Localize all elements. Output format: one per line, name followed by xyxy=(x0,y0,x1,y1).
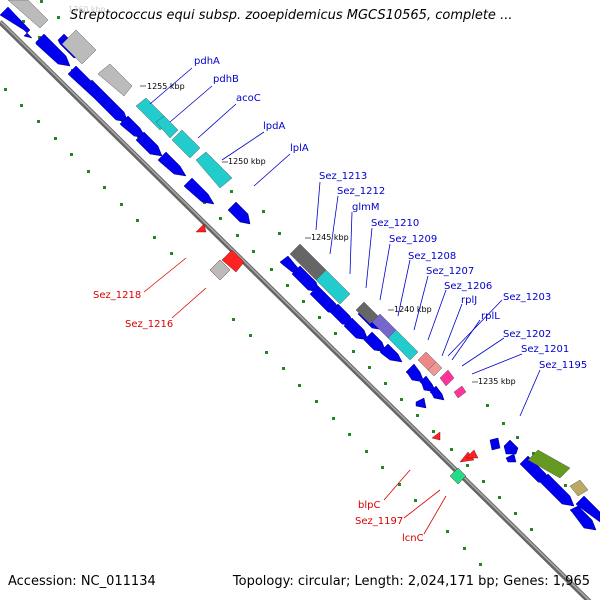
map-title: Streptococcus equi subsp. zooepidemicus … xyxy=(70,8,513,23)
gene-label-Sez_1201: Sez_1201 xyxy=(521,344,569,355)
gene-label-Sez_1218: Sez_1218 xyxy=(93,290,141,301)
gene-label-acoC: acoC xyxy=(236,93,261,104)
gene-box-reverse xyxy=(449,467,467,485)
cog-box-pink xyxy=(453,385,467,399)
forward-genes xyxy=(0,6,600,531)
reverse-gene-labels: Sez_1218 Sez_1216 blpC Sez_1197 lcnC xyxy=(93,290,424,544)
cog-box-grey xyxy=(7,0,49,29)
cog-features xyxy=(7,0,589,497)
gene-label-Sez_1210: Sez_1210 xyxy=(371,218,419,229)
gene-label-rplJ: rplJ xyxy=(461,295,477,306)
cog-box-olive xyxy=(527,449,571,479)
gene-label-Sez_1203: Sez_1203 xyxy=(503,292,551,303)
kbp-ticks: 1260 kbp 1255 kbp 1250 kbp 1245 kbp 1240… xyxy=(68,5,516,386)
gene-label-Sez_1209: Sez_1209 xyxy=(389,234,437,245)
genome-backbone-highlight xyxy=(0,20,590,600)
gene-arrow-reverse xyxy=(195,223,207,233)
gene-label-Sez_1207: Sez_1207 xyxy=(426,266,474,277)
gene-arrow xyxy=(569,505,597,531)
gene-label-blpC: blpC xyxy=(358,500,380,511)
gene-arrow xyxy=(379,343,403,363)
gene-arrow xyxy=(505,453,517,463)
gene-arrow xyxy=(539,473,575,507)
gene-arrow xyxy=(227,201,251,225)
cog-box-cyan xyxy=(155,115,179,139)
gene-arrow-reverse xyxy=(465,449,479,459)
topology-text: Topology: circular; Length: 2,024,171 bp… xyxy=(232,574,590,589)
tick-label: 1235 kbp xyxy=(478,377,516,386)
accession-text: Accession: NC_011134 xyxy=(8,574,156,589)
gene-label-Sez_1208: Sez_1208 xyxy=(408,251,456,262)
tick-label: 1260 kbp xyxy=(68,5,106,14)
cog-box-salmon xyxy=(427,361,443,377)
cog-box-cyan xyxy=(171,129,201,159)
cog-box-tan xyxy=(569,479,589,497)
gene-arrow-reverse xyxy=(221,249,245,273)
gene-label-rplL: rplL xyxy=(481,311,500,322)
gene-arrow xyxy=(429,385,445,401)
cog-box-grey xyxy=(61,29,97,65)
gene-label-Sez_1206: Sez_1206 xyxy=(444,281,492,292)
gene-label-lpdA: lpdA xyxy=(263,121,285,132)
gene-label-pdhA: pdhA xyxy=(194,56,220,67)
cog-box-cyan xyxy=(315,269,351,305)
reverse-genes xyxy=(195,223,479,485)
cog-box-cyan xyxy=(387,329,419,361)
reverse-leaders xyxy=(143,257,447,535)
gene-label-Sez_1213: Sez_1213 xyxy=(319,171,367,182)
tick-label: 1245 kbp xyxy=(311,233,349,242)
forward-gene-labels: pdhA pdhB acoC lpdA lplA Sez_1213 Sez_12… xyxy=(194,56,587,371)
gene-label-Sez_1202: Sez_1202 xyxy=(503,329,551,340)
tick-label: 1240 kbp xyxy=(394,305,432,314)
gc-dots-outer xyxy=(4,88,482,566)
gene-arrow xyxy=(0,6,33,39)
gene-label-lcnC: lcnC xyxy=(402,533,424,544)
tick-label: 1250 kbp xyxy=(228,157,266,166)
cog-box-cyan xyxy=(195,151,233,189)
cog-box-pink xyxy=(439,369,455,387)
gene-label-glmM: glmM xyxy=(352,202,380,213)
gene-arrow xyxy=(415,397,427,409)
cog-box-grey xyxy=(97,63,133,97)
gene-label-pdhB: pdhB xyxy=(213,74,239,85)
gene-arrow xyxy=(157,151,187,177)
gene-label-Sez_1216: Sez_1216 xyxy=(125,319,173,330)
gene-label-lplA: lplA xyxy=(290,143,309,154)
tick-label: 1255 kbp xyxy=(147,82,185,91)
gene-arrow xyxy=(405,363,425,383)
gene-arrow xyxy=(183,177,215,205)
gene-box-reverse xyxy=(209,259,231,281)
gene-arrow xyxy=(35,33,71,67)
forward-leaders xyxy=(149,67,541,417)
gene-arrow-reverse xyxy=(431,431,441,441)
gene-arrow xyxy=(575,495,600,523)
gene-label-Sez_1197: Sez_1197 xyxy=(355,516,403,527)
gene-label-Sez_1195: Sez_1195 xyxy=(539,360,587,371)
gene-arrow xyxy=(489,437,501,451)
gene-arrow xyxy=(503,439,519,455)
gene-label-Sez_1212: Sez_1212 xyxy=(337,186,385,197)
